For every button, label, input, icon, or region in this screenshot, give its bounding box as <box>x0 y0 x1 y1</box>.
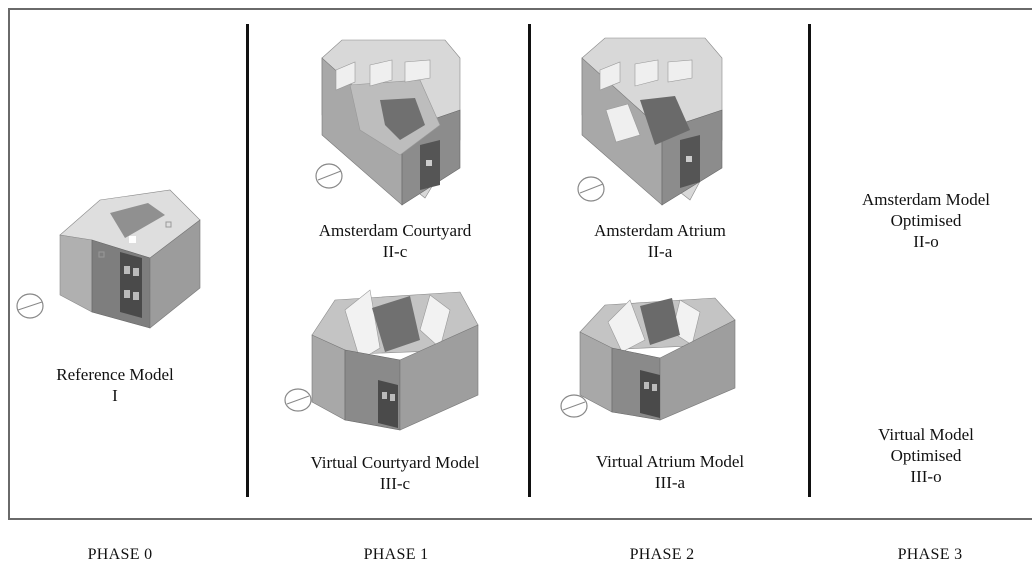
amsterdam-courtyard-code: II-c <box>382 242 408 261</box>
north-arrow-icon <box>284 388 312 412</box>
amsterdam-atrium-illustration <box>577 37 723 206</box>
virtual-courtyard-name: Virtual Courtyard Model <box>310 453 480 472</box>
virtual-atrium-illustration <box>560 297 736 421</box>
phase-0-label: PHASE 0 <box>87 546 153 563</box>
amsterdam-courtyard-name: Amsterdam Courtyard <box>318 221 472 240</box>
virtual-optimised-code: III-o <box>910 467 942 486</box>
virtual-courtyard-illustration <box>284 289 479 431</box>
amsterdam-optimised-caption: Amsterdam Model Optimised II-o <box>836 189 1016 252</box>
reference-model-caption: Reference Model I <box>20 364 210 406</box>
north-arrow-icon <box>577 176 605 202</box>
phase-2-label: PHASE 2 <box>629 546 695 563</box>
virtual-atrium-name: Virtual Atrium Model <box>595 452 745 471</box>
amsterdam-courtyard-illustration <box>315 39 461 206</box>
phase-3-label: PHASE 3 <box>897 546 963 563</box>
virtual-courtyard-caption: Virtual Courtyard Model III-c <box>280 452 510 494</box>
north-arrow-icon <box>16 293 44 319</box>
virtual-courtyard-code: III-c <box>379 474 411 493</box>
virtual-optimised-line2: Optimised <box>890 446 962 465</box>
north-arrow-icon <box>315 163 343 189</box>
virtual-atrium-code: III-a <box>654 473 686 492</box>
amsterdam-optimised-line2: Optimised <box>890 211 962 230</box>
amsterdam-atrium-code: II-a <box>647 242 673 261</box>
north-arrow-icon <box>560 394 588 418</box>
reference-model-name: Reference Model <box>56 365 174 384</box>
divider-phase-2-3 <box>808 24 811 497</box>
diagram-frame <box>8 8 1032 520</box>
amsterdam-optimised-line1: Amsterdam Model <box>862 190 990 209</box>
virtual-atrium-caption: Virtual Atrium Model III-a <box>570 451 770 493</box>
phase-1-label: PHASE 1 <box>363 546 429 563</box>
amsterdam-atrium-name: Amsterdam Atrium <box>594 221 726 240</box>
virtual-optimised-caption: Virtual Model Optimised III-o <box>846 424 1006 487</box>
virtual-optimised-line1: Virtual Model <box>878 425 974 444</box>
divider-phase-1-2 <box>528 24 531 497</box>
amsterdam-atrium-caption: Amsterdam Atrium II-a <box>570 220 750 262</box>
amsterdam-optimised-code: II-o <box>913 232 939 251</box>
amsterdam-courtyard-caption: Amsterdam Courtyard II-c <box>290 220 500 262</box>
reference-model-illustration <box>16 189 201 329</box>
reference-model-code: I <box>112 386 118 405</box>
divider-phase-0-1 <box>246 24 249 497</box>
